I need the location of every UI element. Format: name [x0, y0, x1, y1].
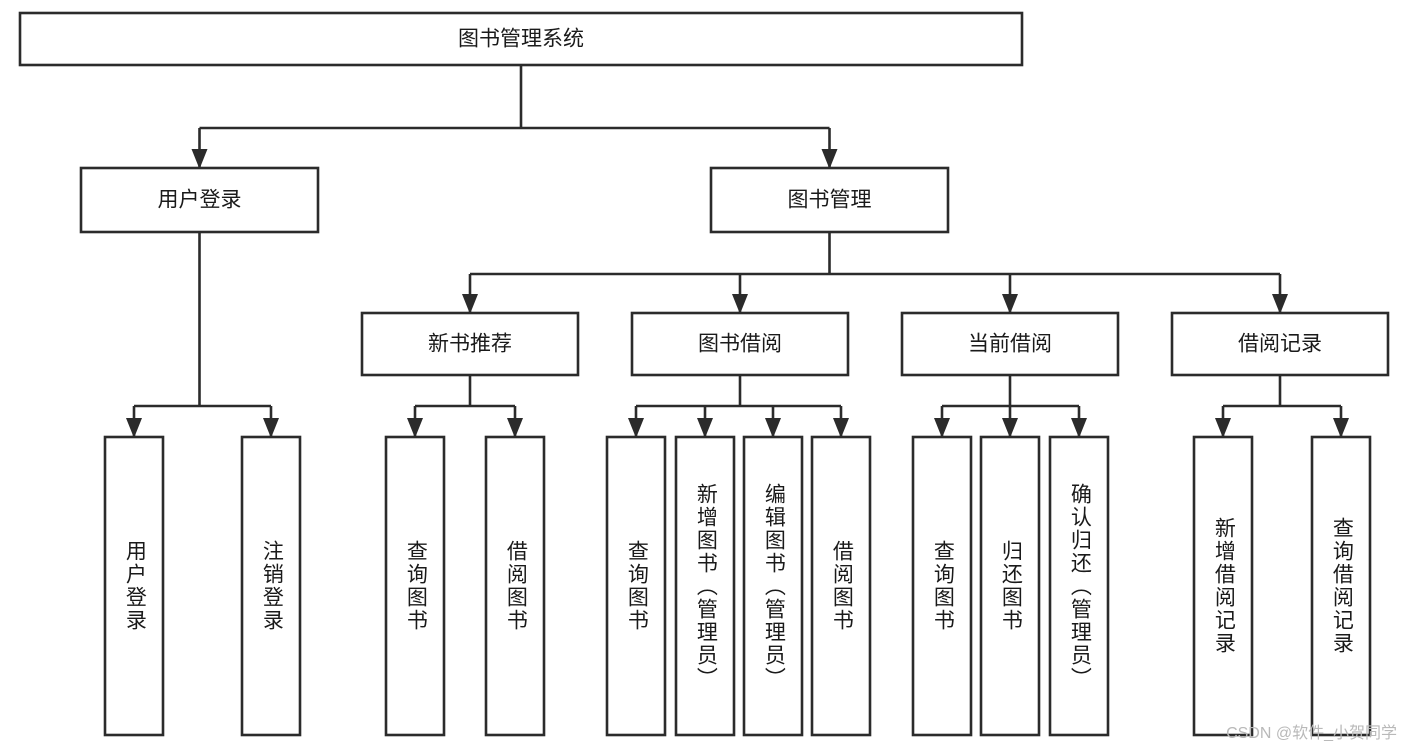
arrowhead-icon: [765, 418, 781, 438]
arrowhead-icon: [191, 149, 208, 169]
arrowhead-icon: [1071, 418, 1087, 438]
node-box-book-management[interactable]: [709, 166, 950, 234]
node-box-user-login[interactable]: [79, 166, 320, 234]
node-label-user-login: 用户登录: [158, 189, 242, 212]
node-box-leaf-borrow-book[interactable]: [810, 435, 872, 737]
node-box-leaf-return-book[interactable]: [979, 435, 1041, 737]
node-box-leaf-user-login[interactable]: [103, 435, 165, 737]
node-box-leaf-add-book-admin[interactable]: [674, 435, 736, 737]
arrowhead-icon: [697, 418, 713, 438]
arrowhead-icon: [462, 294, 478, 314]
node-box-borrow-record[interactable]: [1170, 311, 1390, 377]
node-label-borrow-record: 借阅记录: [1238, 333, 1322, 356]
arrowhead-icon: [934, 418, 950, 438]
node-box-book-borrow[interactable]: [630, 311, 850, 377]
arrowhead-icon: [628, 418, 644, 438]
connector-layer: [126, 65, 1349, 438]
node-label-book-management: 图书管理: [788, 189, 872, 212]
node-box-leaf-query-book-current[interactable]: [911, 435, 973, 737]
arrowhead-icon: [1002, 418, 1018, 438]
arrowhead-icon: [833, 418, 849, 438]
arrowhead-icon: [1002, 294, 1018, 314]
node-box-leaf-add-borrow-record[interactable]: [1192, 435, 1254, 737]
node-label-current-borrow: 当前借阅: [968, 333, 1052, 356]
node-box-leaf-query-book-borrow[interactable]: [605, 435, 667, 737]
node-box-leaf-query-book-recommend[interactable]: [384, 435, 446, 737]
node-label-book-borrow: 图书借阅: [698, 333, 782, 356]
arrowhead-icon: [126, 418, 142, 438]
arrowhead-icon: [507, 418, 523, 438]
node-box-leaf-edit-book-admin[interactable]: [742, 435, 804, 737]
watermark-text: CSDN @软件_小贺同学: [1226, 725, 1397, 742]
arrowhead-icon: [1215, 418, 1231, 438]
node-box-root[interactable]: [18, 11, 1024, 67]
arrowhead-icon: [263, 418, 279, 438]
node-box-leaf-query-borrow-record[interactable]: [1310, 435, 1372, 737]
arrowhead-icon: [1272, 294, 1288, 314]
node-box-leaf-confirm-return-admin[interactable]: [1048, 435, 1110, 737]
node-box-leaf-borrow-book-recommend[interactable]: [484, 435, 546, 737]
node-box-leaf-logout-login[interactable]: [240, 435, 302, 737]
arrowhead-icon: [821, 149, 838, 169]
node-label-new-book-recommend: 新书推荐: [428, 333, 512, 356]
arrowhead-icon: [732, 294, 748, 314]
node-box-new-book-recommend[interactable]: [360, 311, 580, 377]
arrowhead-icon: [407, 418, 423, 438]
node-box-layer: [18, 11, 1390, 737]
arrowhead-icon: [1333, 418, 1349, 438]
node-label-root: 图书管理系统: [458, 28, 584, 51]
node-box-current-borrow[interactable]: [900, 311, 1120, 377]
